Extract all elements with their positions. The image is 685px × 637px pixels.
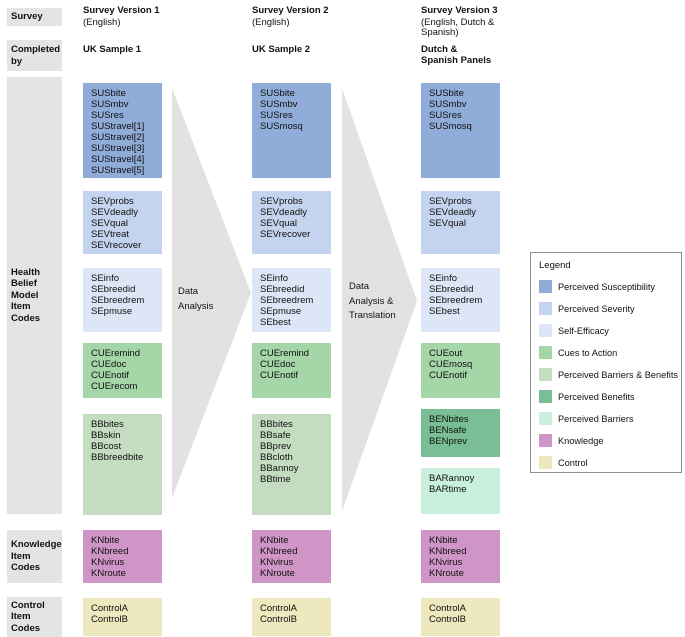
legend-item: Perceived Benefits	[539, 390, 675, 403]
codes-box-barriers-benefits-v1: BBbites BBskin BBcost BBbreedbite	[83, 414, 162, 515]
completed-by-sample-2: UK Sample 2	[252, 44, 311, 55]
codes-box-susceptibility-v2: SUSbite SUSmbv SUSres SUSmosq	[252, 83, 331, 178]
survey-language: (English)	[252, 16, 290, 28]
arrow-data-analysis-translation	[342, 88, 417, 511]
legend-label: Knowledge	[558, 435, 604, 446]
survey-language: (English)	[83, 16, 121, 28]
legend-item: Perceived Barriers & Benefits	[539, 368, 678, 381]
codes-box-self-efficacy-v2: SEinfo SEbreedid SEbreedrem SEpmuse SEbe…	[252, 268, 331, 332]
legend-label: Cues to Action	[558, 347, 618, 358]
legend-label: Perceived Barriers & Benefits	[558, 369, 678, 380]
legend-chip-barriers-benefits	[539, 368, 552, 381]
legend-item: Perceived Susceptibility	[539, 280, 675, 293]
column-header-version-1: Survey Version 1 (English)	[83, 5, 198, 28]
legend-chip-cues	[539, 346, 552, 359]
legend-item: Knowledge	[539, 434, 675, 447]
arrow-label-data-analysis-translation: Data Analysis & Translation	[349, 281, 396, 321]
legend-item: Control	[539, 456, 675, 469]
codes-box-cues-v1: CUEremind CUEdoc CUEnotif CUErecom	[83, 343, 162, 398]
legend-chip-barriers	[539, 412, 552, 425]
codes-box-control-v2: ControlA ControlB	[252, 598, 331, 636]
codes-box-self-efficacy-v1: SEinfo SEbreedid SEbreedrem SEpmuse	[83, 268, 162, 332]
completed-by-sample-3: Dutch & Spanish Panels	[421, 44, 492, 66]
codes-box-severity-v2: SEVprobs SEVdeadly SEVqual SEVrecover	[252, 191, 331, 254]
codes-box-susceptibility-v3: SUSbite SUSmbv SUSres SUSmosq	[421, 83, 500, 178]
codes-box-knowledge-v1: KNbite KNbreed KNvirus KNroute	[83, 530, 162, 583]
legend-chip-control	[539, 456, 552, 469]
arrow-label-data-analysis: Data Analysis	[178, 286, 214, 312]
legend-chip-benefits	[539, 390, 552, 403]
codes-box-control-v3: ControlA ControlB	[421, 598, 500, 636]
row-label-completed-by: Completed by	[7, 40, 62, 71]
codes-box-benefits-v3: BENbites BENsafe BENprev	[421, 409, 500, 457]
legend: Legend Perceived Susceptibility Perceive…	[530, 252, 682, 473]
legend-item: Perceived Barriers	[539, 412, 675, 425]
column-header-version-3: Survey Version 3 (English, Dutch & Spani…	[421, 5, 536, 39]
codes-box-knowledge-v3: KNbite KNbreed KNvirus KNroute	[421, 530, 500, 583]
codes-box-severity-v3: SEVprobs SEVdeadly SEVqual	[421, 191, 500, 254]
codes-box-barriers-v3: BARannoy BARtime	[421, 468, 500, 514]
legend-chip-knowledge	[539, 434, 552, 447]
completed-by-sample-1: UK Sample 1	[83, 44, 142, 55]
survey-language: (English, Dutch & Spanish)	[421, 16, 495, 38]
arrow-data-analysis	[172, 88, 251, 498]
legend-chip-self-efficacy	[539, 324, 552, 337]
legend-label: Perceived Barriers	[558, 413, 634, 424]
row-label-health-belief-model-item-codes: Health Belief Model Item Codes	[7, 77, 62, 514]
legend-chip-susceptibility	[539, 280, 552, 293]
codes-box-self-efficacy-v3: SEinfo SEbreedid SEbreedrem SEbest	[421, 268, 500, 332]
survey-title: Survey Version 3	[421, 5, 498, 16]
legend-label: Perceived Severity	[558, 303, 635, 314]
legend-label: Self-Efficacy	[558, 325, 609, 336]
codes-box-cues-v2: CUEremind CUEdoc CUEnotif	[252, 343, 331, 398]
row-label-control-item-codes: Control Item Codes	[7, 597, 62, 637]
codes-box-susceptibility-v1: SUSbite SUSmbv SUSres SUStravel[1] SUStr…	[83, 83, 162, 178]
codes-box-control-v1: ControlA ControlB	[83, 598, 162, 636]
codes-box-cues-v3: CUEout CUEmosq CUEnotif	[421, 343, 500, 398]
legend-item: Perceived Severity	[539, 302, 675, 315]
legend-label: Perceived Susceptibility	[558, 281, 656, 292]
codes-box-barriers-benefits-v2: BBbites BBsafe BBprev BBcloth BBannoy BB…	[252, 414, 331, 515]
survey-title: Survey Version 2	[252, 5, 329, 16]
column-header-version-2: Survey Version 2 (English)	[252, 5, 367, 28]
legend-item: Cues to Action	[539, 346, 675, 359]
legend-title: Legend	[539, 260, 571, 271]
survey-title: Survey Version 1	[83, 5, 160, 16]
row-label-knowledge-item-codes: Knowledge Item Codes	[7, 530, 62, 583]
legend-label: Perceived Benefits	[558, 391, 635, 402]
row-label-survey: Survey	[7, 8, 62, 26]
codes-box-knowledge-v2: KNbite KNbreed KNvirus KNroute	[252, 530, 331, 583]
codes-box-severity-v1: SEVprobs SEVdeadly SEVqual SEVtreat SEVr…	[83, 191, 162, 254]
legend-chip-severity	[539, 302, 552, 315]
legend-label: Control	[558, 457, 588, 468]
legend-item: Self-Efficacy	[539, 324, 675, 337]
